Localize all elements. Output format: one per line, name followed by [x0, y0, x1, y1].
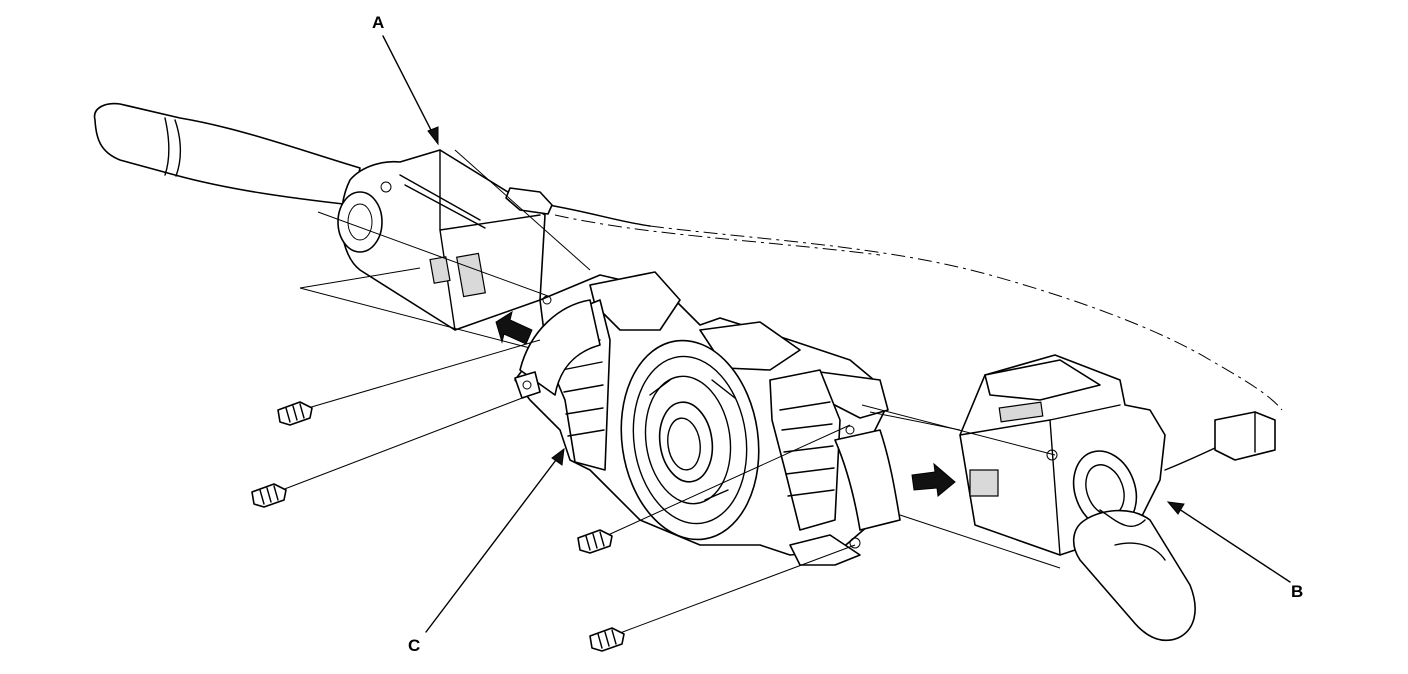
- screw-icon: [577, 424, 851, 554]
- screw-icon: [251, 394, 531, 508]
- screw-icon: [589, 544, 856, 652]
- callout-label-c: C: [408, 636, 421, 655]
- left-combination-switch-lever: [93, 102, 361, 206]
- removal-arrow-icon: [495, 310, 533, 345]
- removal-arrow-icon: [911, 462, 956, 497]
- leader-line-b: [1166, 501, 1291, 583]
- left-combination-switch-body: [337, 149, 553, 331]
- callout-label-a: A: [372, 13, 385, 32]
- wire-harness-phantom-lower: [554, 214, 881, 256]
- leader-line-a: [382, 35, 439, 146]
- callout-label-b: B: [1291, 582, 1304, 601]
- leader-line-c: [425, 447, 565, 633]
- right-combination-switch-lever: [1072, 509, 1196, 642]
- right-combination-switch-body: [959, 354, 1276, 556]
- screw-icon: [277, 339, 541, 426]
- steering-column-switch-housing: [514, 271, 901, 566]
- right-alignment-lines: [861, 404, 1061, 569]
- wire-harness: [547, 204, 651, 227]
